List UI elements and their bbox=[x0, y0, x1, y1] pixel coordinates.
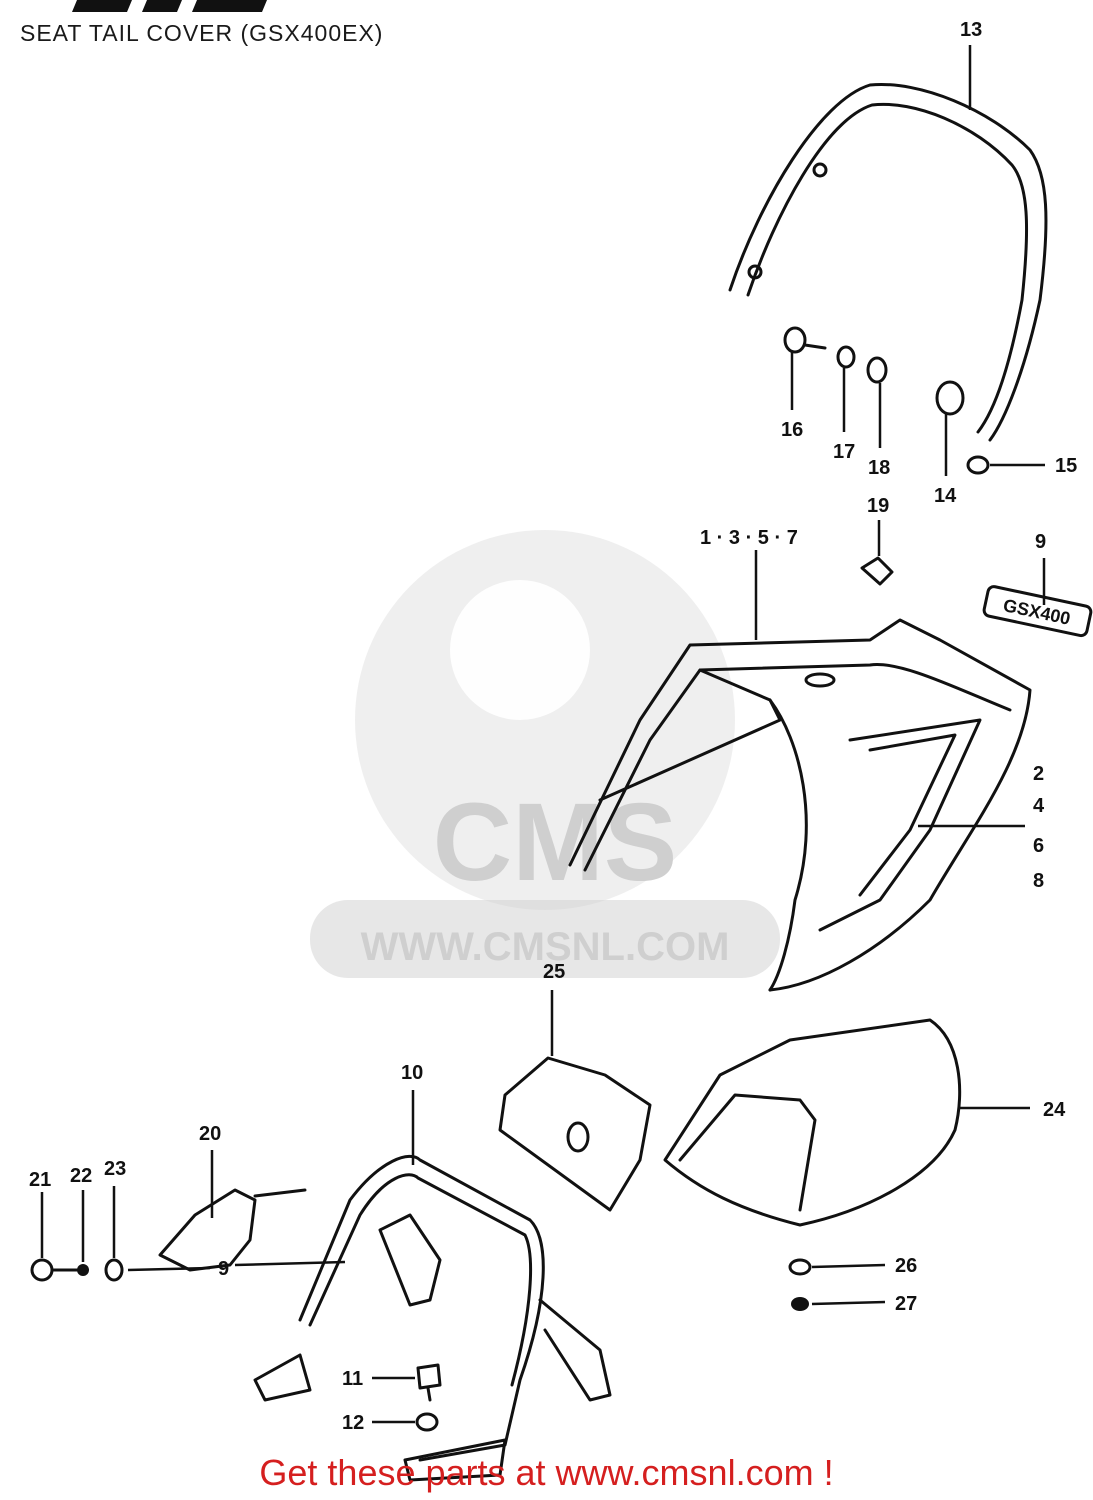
hardware-21-22-23 bbox=[30, 1186, 346, 1282]
watermark-logo: CMS bbox=[433, 781, 677, 904]
callout-1-3-5-7: 1 · 3 · 5 · 7 bbox=[700, 527, 798, 549]
hardware-26-27 bbox=[788, 1258, 886, 1311]
part-13-grab-rail bbox=[728, 45, 1048, 442]
callout-26: 26 bbox=[895, 1255, 917, 1277]
header-logo-fragment bbox=[72, 0, 267, 12]
callout-9-bottom: 9 bbox=[218, 1258, 229, 1280]
callout-11: 11 bbox=[342, 1368, 363, 1390]
callout-23: 23 bbox=[104, 1158, 126, 1180]
callout-8: 8 bbox=[1033, 870, 1044, 892]
callout-20: 20 bbox=[199, 1123, 221, 1145]
footer-link-text[interactable]: Get these parts at www.cmsnl.com ! bbox=[259, 1452, 834, 1493]
callout-22: 22 bbox=[70, 1165, 92, 1187]
part-20-lock bbox=[158, 1150, 307, 1272]
callout-18: 18 bbox=[868, 457, 890, 479]
part-10-frame bbox=[253, 1090, 612, 1482]
cmsnl-watermark: CMS WWW.CMSNL.COM bbox=[310, 530, 780, 978]
callout-24: 24 bbox=[1043, 1099, 1066, 1121]
part-1-3-5-7-tail-cover bbox=[568, 550, 1032, 992]
callout-12: 12 bbox=[342, 1412, 364, 1434]
callout-14: 14 bbox=[934, 485, 957, 507]
callout-16: 16 bbox=[781, 419, 803, 441]
part-24-seat-pad bbox=[663, 1018, 1030, 1227]
callout-27: 27 bbox=[895, 1293, 917, 1315]
callout-6: 6 bbox=[1033, 835, 1044, 857]
callout-13: 13 bbox=[960, 19, 982, 41]
callout-9-top: 9 bbox=[1035, 531, 1046, 553]
callout-19: 19 bbox=[867, 495, 889, 517]
hardware-set-upper bbox=[783, 326, 1045, 586]
callout-17: 17 bbox=[833, 441, 855, 463]
part-9-emblem: GSX400 bbox=[982, 558, 1093, 638]
callout-10: 10 bbox=[401, 1062, 423, 1084]
callout-4: 4 bbox=[1033, 795, 1045, 817]
page-title: SEAT TAIL COVER (GSX400EX) bbox=[20, 20, 384, 46]
callout-2: 2 bbox=[1033, 763, 1044, 785]
part-25-plate bbox=[498, 990, 652, 1212]
hardware-11-12 bbox=[372, 1363, 442, 1432]
callout-15: 15 bbox=[1055, 455, 1077, 477]
watermark-url: WWW.CMSNL.COM bbox=[361, 925, 730, 969]
callout-25: 25 bbox=[543, 961, 565, 983]
callout-21: 21 bbox=[29, 1169, 51, 1191]
